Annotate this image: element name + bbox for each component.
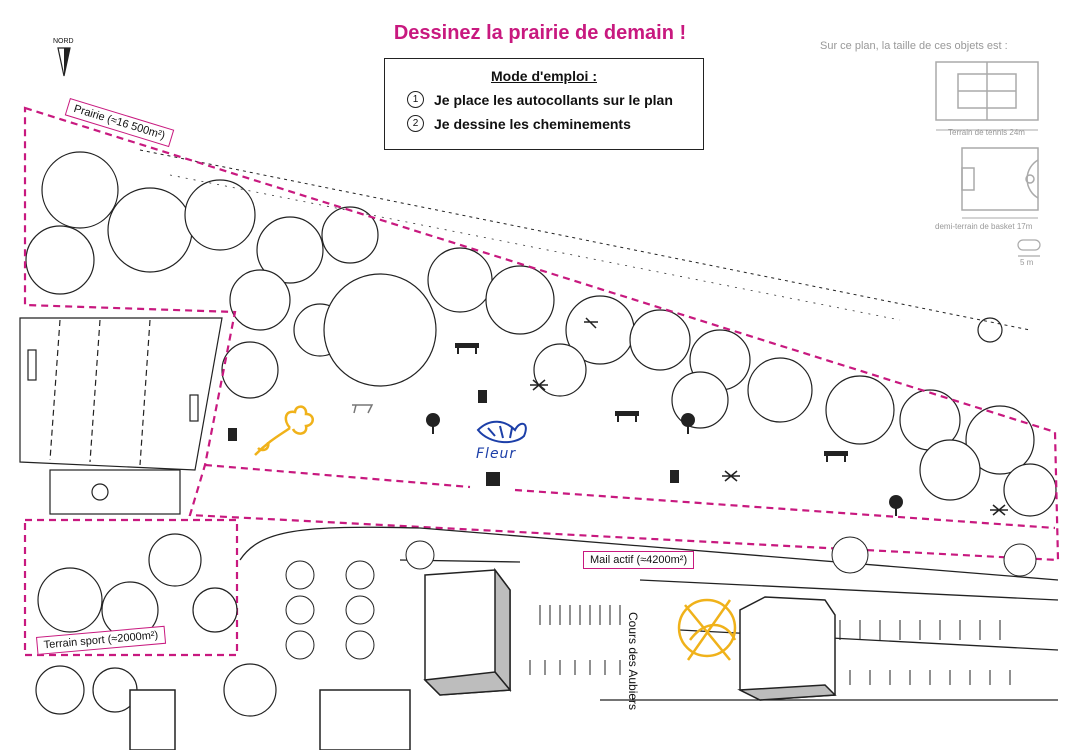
road-network bbox=[239, 526, 1059, 701]
basketball-court-icon bbox=[961, 147, 1039, 219]
tree-canopy-north bbox=[25, 151, 1057, 517]
blue-flower-drawing bbox=[476, 420, 527, 444]
instructions-box: Mode d'emploi : 1 Je place les autocolla… bbox=[384, 58, 704, 150]
mail-zone-label: Mail actif (≈4200m²) bbox=[583, 551, 695, 569]
street-name-label: Cours des Aubiers bbox=[626, 612, 640, 711]
handwritten-annotation: Fleur bbox=[476, 446, 517, 462]
prairie-zone-outline bbox=[23, 106, 1060, 562]
instruction-step-1: 1 Je place les autocollants sur le plan bbox=[407, 91, 703, 108]
park-furniture bbox=[228, 343, 848, 486]
scale-legend-title: Sur ce plan, la taille de ces objets est… bbox=[820, 40, 1008, 52]
instructions-heading: Mode d'emploi : bbox=[491, 68, 597, 84]
scale-5m-icon bbox=[1017, 239, 1041, 257]
tennis-court-icon bbox=[935, 61, 1039, 131]
yellow-flower-drawing bbox=[254, 405, 314, 456]
terrain-sport-zone-outline bbox=[23, 518, 239, 657]
step-text: Je place les autocollants sur le plan bbox=[434, 91, 673, 108]
page-title: Dessinez la prairie de demain ! bbox=[393, 22, 687, 44]
compass-label: NORD bbox=[53, 38, 74, 45]
instruction-step-2: 2 Je dessine les cheminements bbox=[407, 115, 703, 132]
yellow-x-scribble bbox=[677, 598, 737, 661]
north-arrow-icon bbox=[57, 47, 71, 77]
step-number: 1 bbox=[407, 91, 424, 108]
scale-5m-caption: 5 m bbox=[1020, 258, 1034, 267]
step-text: Je dessine les cheminements bbox=[434, 115, 631, 132]
north-hedge-line bbox=[139, 149, 1031, 331]
sports-field bbox=[19, 317, 223, 515]
step-number: 2 bbox=[407, 115, 424, 132]
mail-zone-outline bbox=[204, 463, 1056, 530]
buildings bbox=[129, 567, 837, 750]
basketball-court-caption: demi-terrain de basket 17m bbox=[935, 222, 1033, 231]
tennis-court-caption: Terrain de tennis 24m bbox=[948, 128, 1025, 137]
